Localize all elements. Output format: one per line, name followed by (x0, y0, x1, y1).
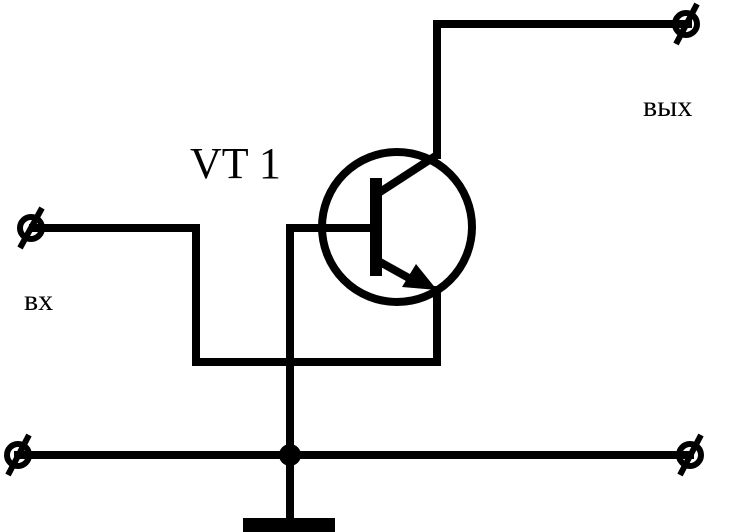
base-wire (286, 224, 324, 459)
transistor-vt1 (318, 148, 476, 306)
ground-symbol (243, 518, 335, 532)
junction-dot (279, 444, 301, 466)
transistor-label: VT 1 (190, 139, 281, 188)
terminal-input (17, 206, 45, 250)
terminal-output (672, 2, 700, 46)
output-wire (433, 20, 692, 159)
transistor-collector-lead (377, 151, 440, 196)
emitter-arrow-icon (402, 264, 437, 290)
input-label: вх (24, 284, 54, 317)
input-wire (29, 224, 441, 366)
terminal-common-left (4, 433, 32, 477)
output-label: вых (643, 90, 693, 123)
transistor-base-plate (370, 178, 382, 276)
terminal-common-right (676, 433, 704, 477)
